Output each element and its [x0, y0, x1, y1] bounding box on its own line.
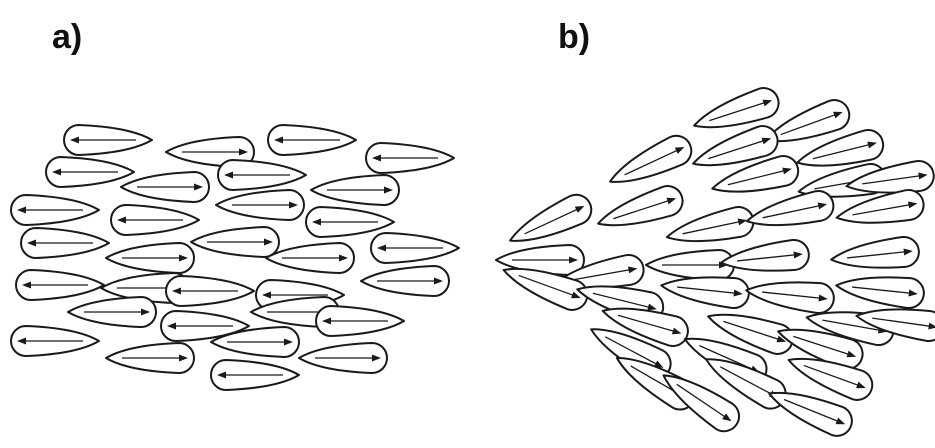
- panel-b-drop: [745, 275, 836, 314]
- panel-a-drop: [361, 266, 449, 296]
- panel-a-drop: [16, 270, 104, 300]
- panel-a-drop: [316, 306, 404, 336]
- panel-a-drop: [191, 227, 279, 257]
- panel-a-group: [11, 125, 459, 390]
- panel-a-drop: [46, 157, 134, 187]
- panel-b-drop: [604, 131, 696, 195]
- panel-b-drop: [830, 235, 921, 274]
- panel-a-drop: [68, 297, 156, 327]
- panel-b-drop: [646, 250, 734, 280]
- panel-b-drop: [744, 188, 836, 236]
- panel-a-drop: [21, 228, 109, 258]
- panel-b-drop: [835, 270, 926, 309]
- panel-a-drop: [371, 233, 459, 263]
- panel-b-drop: [594, 182, 687, 238]
- panel-a-drop: [166, 276, 254, 306]
- panel-a-drop: [268, 125, 356, 155]
- panel-a-drop: [11, 195, 99, 225]
- panel-a-drop: [64, 125, 152, 155]
- panel-b-drop: [504, 190, 596, 254]
- panel-a-drop: [366, 143, 454, 173]
- panel-a-drop: [121, 172, 209, 202]
- panel-a-drop: [106, 343, 194, 373]
- panel-a-drop: [211, 360, 299, 390]
- panel-a-drop: [106, 243, 194, 273]
- panel-a-drop: [266, 243, 354, 273]
- panel-b-label: b): [558, 18, 590, 56]
- panel-a-drop: [216, 190, 304, 220]
- panel-a-drop: [306, 207, 394, 237]
- panel-a-drop: [299, 343, 387, 373]
- panel-a-drop: [311, 175, 399, 205]
- panel-b-group: [496, 84, 935, 440]
- panel-a-drop: [218, 160, 306, 190]
- panel-a-drop: [111, 205, 199, 235]
- panel-a-label: a): [52, 18, 82, 56]
- panel-a-drop: [11, 326, 99, 356]
